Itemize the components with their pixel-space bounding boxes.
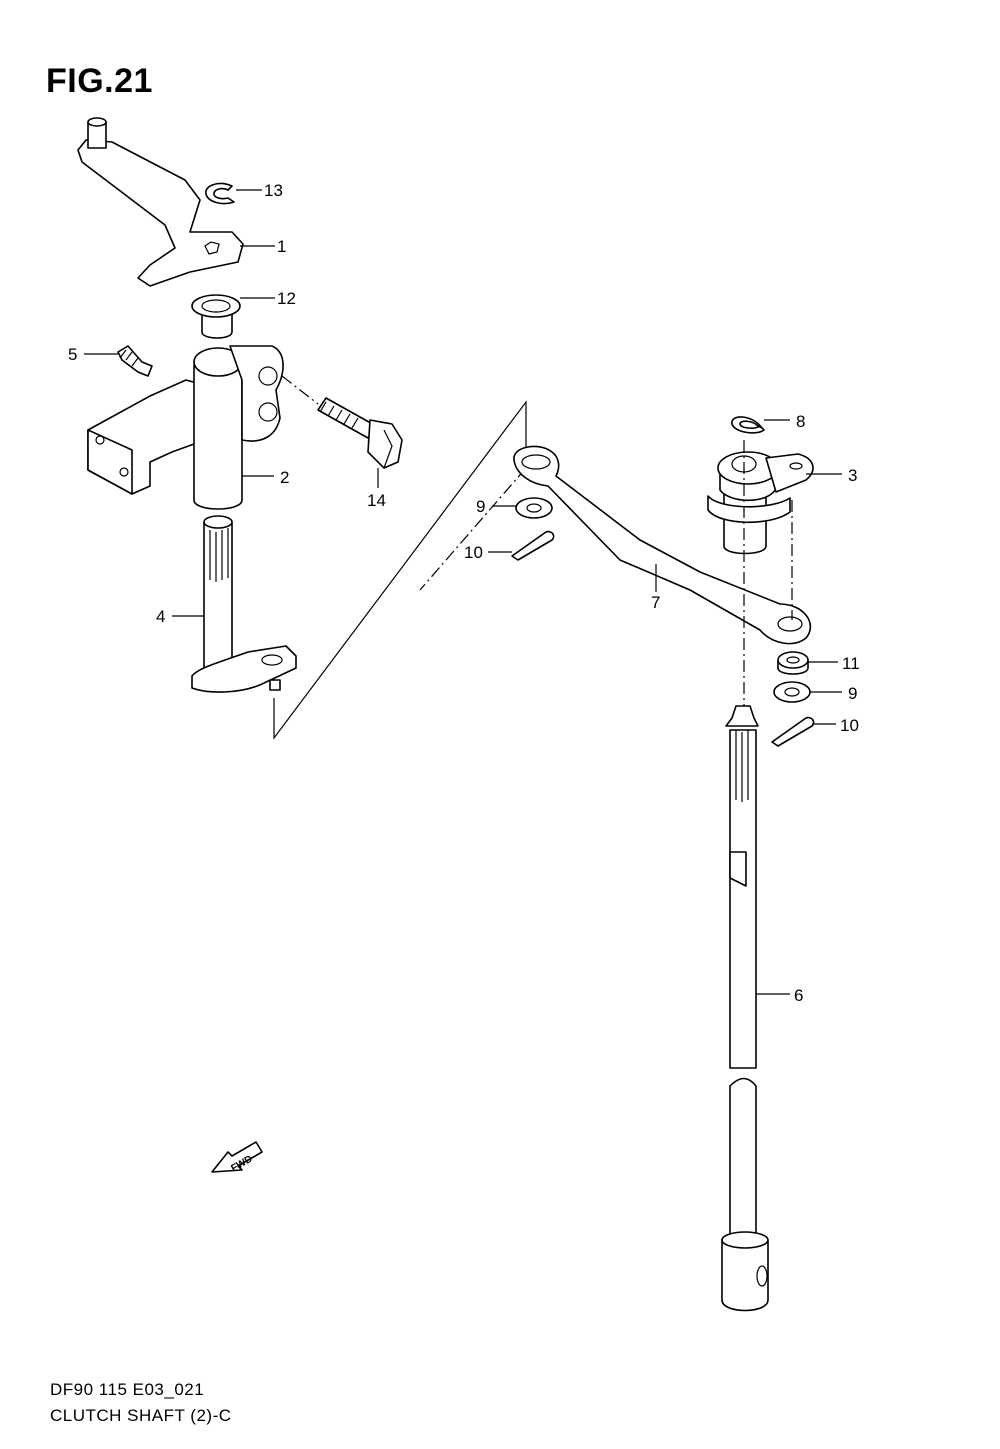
washer-part-lower	[773, 681, 811, 703]
callout-3: 3	[848, 466, 857, 485]
group-separator-line	[273, 400, 527, 740]
callout-9-lower: 9	[848, 684, 857, 703]
callout-4: 4	[156, 607, 165, 626]
callout-13: 13	[264, 181, 283, 200]
bolt-center-line	[281, 375, 319, 405]
lower-shaft-part	[191, 515, 297, 693]
diagram-name: CLUTCH SHAFT (2)-C	[50, 1406, 232, 1425]
small-bushing-part	[777, 651, 809, 675]
callout-5: 5	[68, 345, 77, 364]
fwd-arrow-icon: FWD	[211, 1141, 263, 1175]
circlip-part	[731, 416, 765, 434]
clutch-rod-part	[721, 705, 769, 1312]
callout-12: 12	[277, 289, 296, 308]
figure-title: FIG.21	[46, 62, 153, 100]
callout-6: 6	[794, 986, 803, 1005]
callout-7: 7	[651, 593, 660, 612]
connecting-rod-part	[513, 445, 812, 645]
linkage-center-line	[419, 467, 527, 591]
cotter-pin-part-lower	[771, 716, 815, 747]
callout-2: 2	[280, 468, 289, 487]
washer-part-upper	[515, 497, 553, 519]
clutch-arm-part	[87, 345, 284, 510]
callout-9-upper: 9	[476, 497, 485, 516]
callout-10-upper: 10	[464, 543, 483, 562]
shift-lever-part	[77, 117, 244, 287]
callout-8: 8	[796, 412, 805, 431]
diagram-code: DF90 115 E03_021	[50, 1380, 205, 1399]
callout-labels: 13 1 12 5 2 14 4 8 3 9 10 7 11 9 10 6	[68, 181, 860, 1005]
cotter-pin-part-upper	[511, 530, 555, 561]
callout-14: 14	[367, 491, 386, 510]
upper-lever-part	[707, 451, 814, 555]
grease-nipple-part	[117, 345, 153, 377]
e-ring-part	[205, 182, 235, 205]
bolt-part	[317, 397, 403, 469]
bushing-part	[191, 294, 241, 339]
callout-1: 1	[277, 237, 286, 256]
callout-10-lower: 10	[840, 716, 859, 735]
callout-11: 11	[842, 654, 860, 673]
